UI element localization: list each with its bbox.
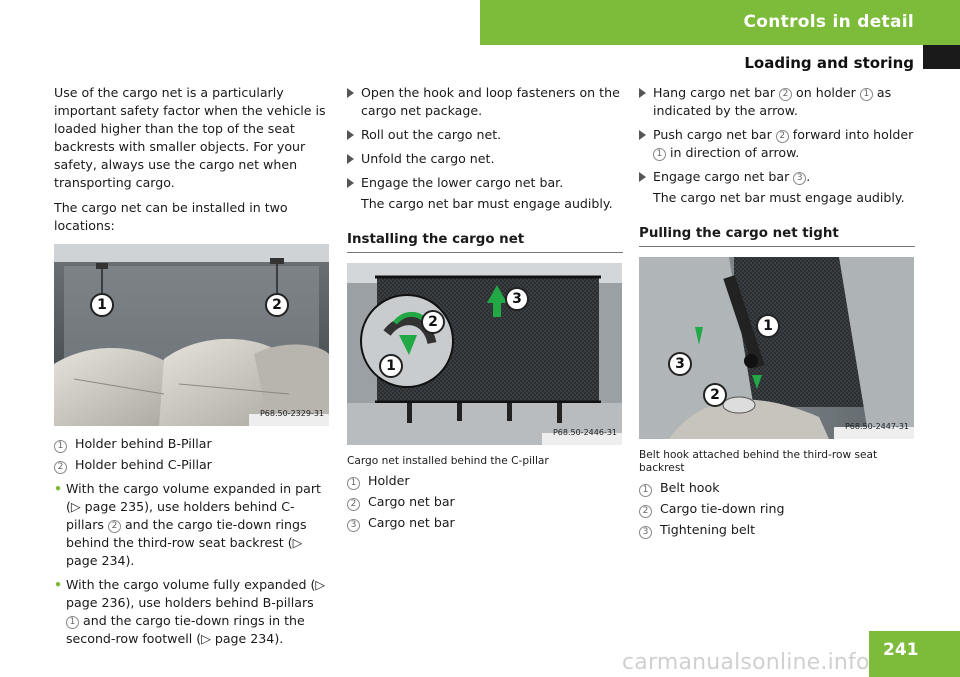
step-item: Hang cargo net bar 2 on holder 1 as indi… xyxy=(639,84,915,120)
callout-1: 1 xyxy=(379,354,403,378)
step-item: Roll out the cargo net. xyxy=(347,126,623,144)
section-heading-pulling: Pulling the cargo net tight xyxy=(639,225,915,247)
step-item: Push cargo net bar 2 forward into holder… xyxy=(639,126,915,162)
legend-text: Holder behind B-Pillar xyxy=(75,436,212,451)
belt-hook-illustration xyxy=(639,257,914,439)
legend-number: 2 xyxy=(54,461,67,474)
bullet-icon: • xyxy=(54,577,63,592)
reference-arrow-icon: ▷ xyxy=(70,499,81,514)
step-item: Unfold the cargo net. xyxy=(347,150,623,168)
legend-left: 1 Holder behind B-Pillar 2 Holder behind… xyxy=(54,435,330,474)
reference-arrow-icon: ▷ xyxy=(292,535,303,550)
callout-2: 2 xyxy=(421,310,445,334)
bullet-partial-expanded: • With the cargo volume expanded in part… xyxy=(54,481,321,568)
step-note: The cargo net bar must engage audibly. xyxy=(361,196,613,211)
section-heading-installing: Installing the cargo net xyxy=(347,231,623,253)
watermark: carmanualsonline.info xyxy=(622,650,870,675)
column-right: Hang cargo net bar 2 on holder 1 as indi… xyxy=(639,84,915,542)
step-item: Engage cargo net bar 3. xyxy=(639,168,915,186)
callout-2: 2 xyxy=(265,293,289,317)
inline-number: 1 xyxy=(66,616,79,629)
interior-illustration xyxy=(54,244,329,426)
reference-arrow-icon: ▷ xyxy=(315,577,326,592)
step-note: The cargo net bar must engage audibly. xyxy=(653,190,905,205)
column-left: Use of the cargo net is a particularly i… xyxy=(54,84,330,654)
photo-caption: Belt hook attached behind the third-row … xyxy=(639,449,878,474)
callout-1: 1 xyxy=(756,314,780,338)
photo-code: P68.50-2329-31 xyxy=(259,409,324,418)
legend-item: 1 Holder behind B-Pillar xyxy=(54,435,330,453)
locations-paragraph: The cargo net can be installed in two lo… xyxy=(54,200,288,233)
photo-pillar-holders: 1 2 P68.50-2329-31 xyxy=(54,244,329,426)
step-arrow-icon xyxy=(347,154,354,164)
photo-installed-net: 1 2 3 P68.50-2446-31 xyxy=(347,263,622,445)
photo-caption: Cargo net installed behind the C-pillar xyxy=(347,455,549,467)
legend-item: 2 Holder behind C-Pillar xyxy=(54,456,330,474)
corner-tab xyxy=(923,45,960,69)
section-title-header: Controls in detail xyxy=(743,12,914,32)
photo-belt-hook: 1 3 2 P68.50-2447-31 xyxy=(639,257,914,439)
page-number: 241 xyxy=(883,640,919,660)
step-arrow-icon xyxy=(347,178,354,188)
bullet-fully-expanded: • With the cargo volume fully expanded (… xyxy=(54,577,326,646)
bullet-icon: • xyxy=(54,481,63,496)
photo-code: P68.50-2447-31 xyxy=(844,422,909,431)
header-band xyxy=(480,0,960,45)
step-arrow-icon xyxy=(639,172,646,182)
column-middle: Open the hook and loop fasteners on the … xyxy=(347,84,623,535)
callout-3: 3 xyxy=(505,287,529,311)
page-number-box xyxy=(869,631,960,677)
callout-1: 1 xyxy=(90,293,114,317)
step-arrow-icon xyxy=(347,88,354,98)
subsection-title: Loading and storing xyxy=(744,54,914,72)
callout-3: 3 xyxy=(668,352,692,376)
step-arrow-icon xyxy=(639,130,646,140)
step-item: Open the hook and loop fasteners on the … xyxy=(347,84,623,120)
legend-text: Holder behind C-Pillar xyxy=(75,457,212,472)
step-arrow-icon xyxy=(639,88,646,98)
reference-arrow-icon: ▷ xyxy=(201,631,211,646)
step-arrow-icon xyxy=(347,130,354,140)
step-item: Engage the lower cargo net bar. xyxy=(347,174,623,192)
callout-2: 2 xyxy=(703,383,727,407)
inline-number: 2 xyxy=(107,520,121,533)
legend-number: 1 xyxy=(54,440,67,453)
intro-paragraph: Use of the cargo net is a particularly i… xyxy=(54,85,326,190)
photo-code: P68.50-2446-31 xyxy=(552,428,617,437)
